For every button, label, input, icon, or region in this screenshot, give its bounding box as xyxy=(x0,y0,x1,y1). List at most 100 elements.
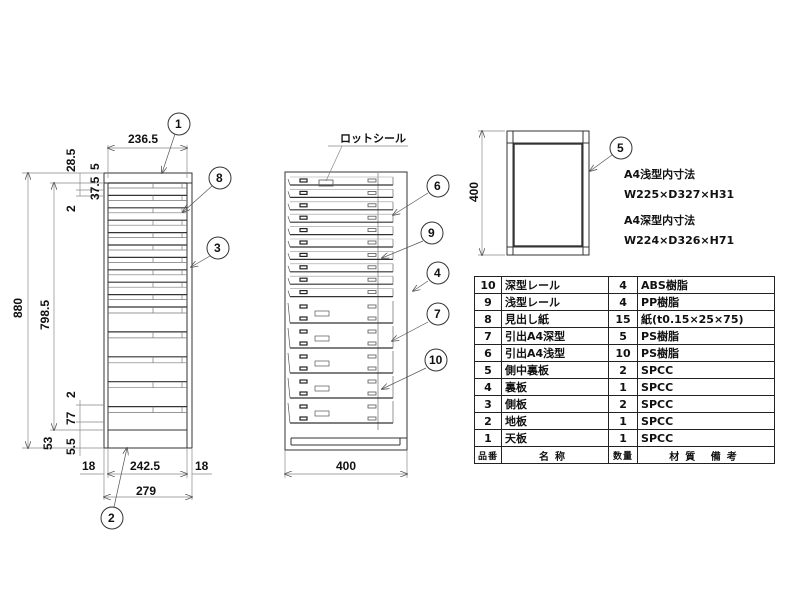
dim-rail-thickness-bottom: 2 xyxy=(64,391,78,398)
dim-base-height: 53 xyxy=(41,436,55,450)
top-outline xyxy=(506,130,590,256)
dim-inner-width: 242.5 xyxy=(130,459,160,473)
balloon-2-label: 2 xyxy=(108,511,115,525)
parts-cell-qty: 4 xyxy=(608,293,639,311)
lot-seal-callout: ロットシール xyxy=(340,132,406,145)
balloon-4 xyxy=(426,261,450,285)
parts-cell-material: SPCC xyxy=(637,361,776,379)
header-material: 材質 備考 xyxy=(637,446,776,464)
header-name: 名称 xyxy=(501,446,610,464)
front-drawers xyxy=(108,182,187,413)
parts-cell-qty: 2 xyxy=(608,395,639,413)
header-no: 品番 xyxy=(473,446,503,464)
deep-inner-dim-title: A4深型内寸法 xyxy=(624,214,696,227)
side-drawers xyxy=(287,176,394,424)
parts-cell-qty: 5 xyxy=(608,327,639,345)
parts-cell-qty: 15 xyxy=(608,310,639,328)
balloon-3-label: 3 xyxy=(214,241,221,255)
balloon-3 xyxy=(206,236,230,260)
dim-overall-width: 279 xyxy=(136,484,156,498)
front-view xyxy=(103,172,193,449)
balloon-7 xyxy=(426,302,450,326)
shallow-inner-dim-title: A4浅型内寸法 xyxy=(624,168,696,181)
parts-cell-qty: 4 xyxy=(608,276,639,294)
dim-side-left: 18 xyxy=(82,459,96,473)
parts-cell-no: 3 xyxy=(473,395,503,413)
parts-cell-qty: 1 xyxy=(608,412,639,430)
balloon-9 xyxy=(420,221,444,245)
parts-cell-material: SPCC xyxy=(637,429,776,447)
parts-cell-no: 1 xyxy=(473,429,503,447)
parts-cell-material: SPCC xyxy=(637,395,776,413)
parts-cell-name: 引出A4深型 xyxy=(501,327,610,345)
parts-cell-name: 見出し紙 xyxy=(501,310,610,328)
parts-cell-material: ABS樹脂 xyxy=(637,276,776,294)
parts-cell-qty: 10 xyxy=(608,344,639,362)
parts-cell-name: 引出A4浅型 xyxy=(501,344,610,362)
dim-top-depth: 400 xyxy=(467,182,481,202)
parts-cell-qty: 1 xyxy=(608,429,639,447)
dim-total-height: 880 xyxy=(11,298,25,318)
parts-cell-no: 8 xyxy=(473,310,503,328)
parts-cell-material: PS樹脂 xyxy=(637,327,776,345)
balloon-5 xyxy=(609,136,633,160)
dim-rail-thickness-top: 2 xyxy=(64,205,78,212)
deep-inner-dim-value: W224×D326×H71 xyxy=(624,234,735,247)
top-board xyxy=(103,172,193,184)
parts-cell-no: 7 xyxy=(473,327,503,345)
dim-bottom-gap: 5.5 xyxy=(64,438,78,455)
balloon-6-label: 6 xyxy=(434,179,441,193)
parts-cell-material: PP樹脂 xyxy=(637,293,776,311)
parts-cell-material: 紙(t0.15×25×75) xyxy=(637,310,776,328)
dim-gap-top-label: 5 xyxy=(88,163,102,170)
balloon-1 xyxy=(167,112,191,136)
side-view xyxy=(284,171,408,451)
parts-cell-qty: 2 xyxy=(608,361,639,379)
parts-cell-qty: 1 xyxy=(608,378,639,396)
dim-drawer-pitch-bottom: 77 xyxy=(64,411,78,425)
dim-drawer-pitch-top: 37.5 xyxy=(88,176,102,200)
balloon-10-label: 10 xyxy=(429,353,443,367)
balloon-7-label: 7 xyxy=(434,307,441,321)
balloon-9-label: 9 xyxy=(428,226,435,240)
parts-cell-name: 側中裏板 xyxy=(501,361,610,379)
parts-cell-name: 裏板 xyxy=(501,378,610,396)
side-panel xyxy=(284,171,408,451)
parts-cell-no: 10 xyxy=(473,276,503,294)
balloon-1-label: 1 xyxy=(175,117,182,131)
parts-cell-no: 9 xyxy=(473,293,503,311)
parts-cell-no: 4 xyxy=(473,378,503,396)
shallow-inner-dim-value: W225×D327×H31 xyxy=(624,188,735,201)
dim-side-right: 18 xyxy=(195,459,209,473)
inner-cavity xyxy=(513,143,583,247)
parts-cell-no: 5 xyxy=(473,361,503,379)
parts-cell-name: 天板 xyxy=(501,429,610,447)
balloon-4-label: 4 xyxy=(434,266,441,280)
parts-cell-material: SPCC xyxy=(637,378,776,396)
parts-cell-name: 深型レール xyxy=(501,276,610,294)
dim-side-depth: 400 xyxy=(336,459,356,473)
parts-cell-name: 浅型レール xyxy=(501,293,610,311)
balloon-10 xyxy=(424,348,448,372)
parts-cell-no: 2 xyxy=(473,412,503,430)
parts-cell-name: 地板 xyxy=(501,412,610,430)
dim-top-offset: 28.5 xyxy=(64,148,78,172)
balloon-8 xyxy=(208,166,232,190)
parts-table-header: 品番 名称 数量 材質 備考 xyxy=(473,446,776,464)
parts-cell-name: 側板 xyxy=(501,395,610,413)
balloon-2 xyxy=(100,506,124,530)
balloon-8-label: 8 xyxy=(216,171,223,185)
header-qty: 数量 xyxy=(608,446,639,464)
